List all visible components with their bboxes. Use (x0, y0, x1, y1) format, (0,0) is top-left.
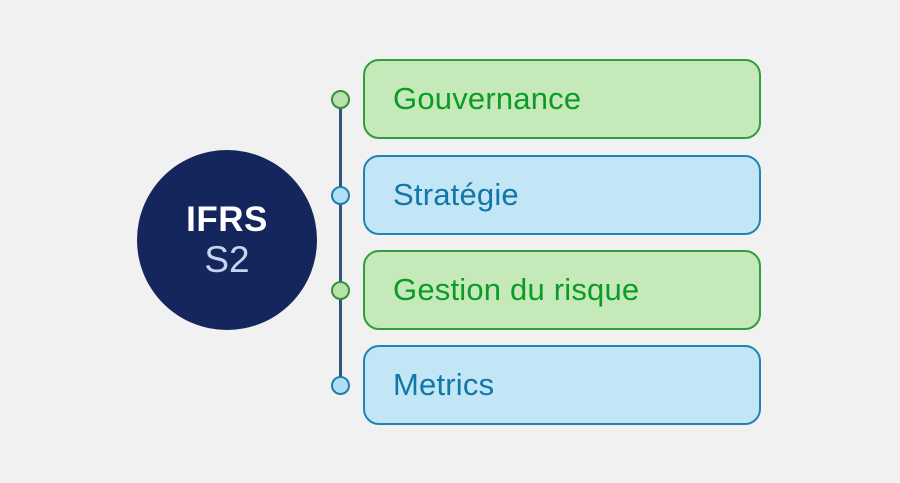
item-box-4: Metrics (363, 345, 761, 425)
item-label: Stratégie (393, 177, 519, 212)
hub-title: IFRS (186, 200, 268, 239)
ifrs-s2-circle: IFRS S2 (137, 150, 317, 330)
timeline-node (331, 89, 350, 109)
hub-subtitle: S2 (204, 239, 250, 280)
timeline-node (331, 280, 350, 300)
timeline-node (331, 375, 350, 395)
item-label: Gestion du risque (393, 272, 640, 307)
item-box-1: Gouvernance (363, 59, 761, 139)
timeline-node (331, 185, 350, 205)
item-label: Gouvernance (393, 81, 582, 116)
item-box-3: Gestion du risque (363, 250, 761, 330)
item-label: Metrics (393, 367, 495, 402)
item-box-2: Stratégie (363, 155, 761, 235)
timeline-line (339, 99, 342, 385)
